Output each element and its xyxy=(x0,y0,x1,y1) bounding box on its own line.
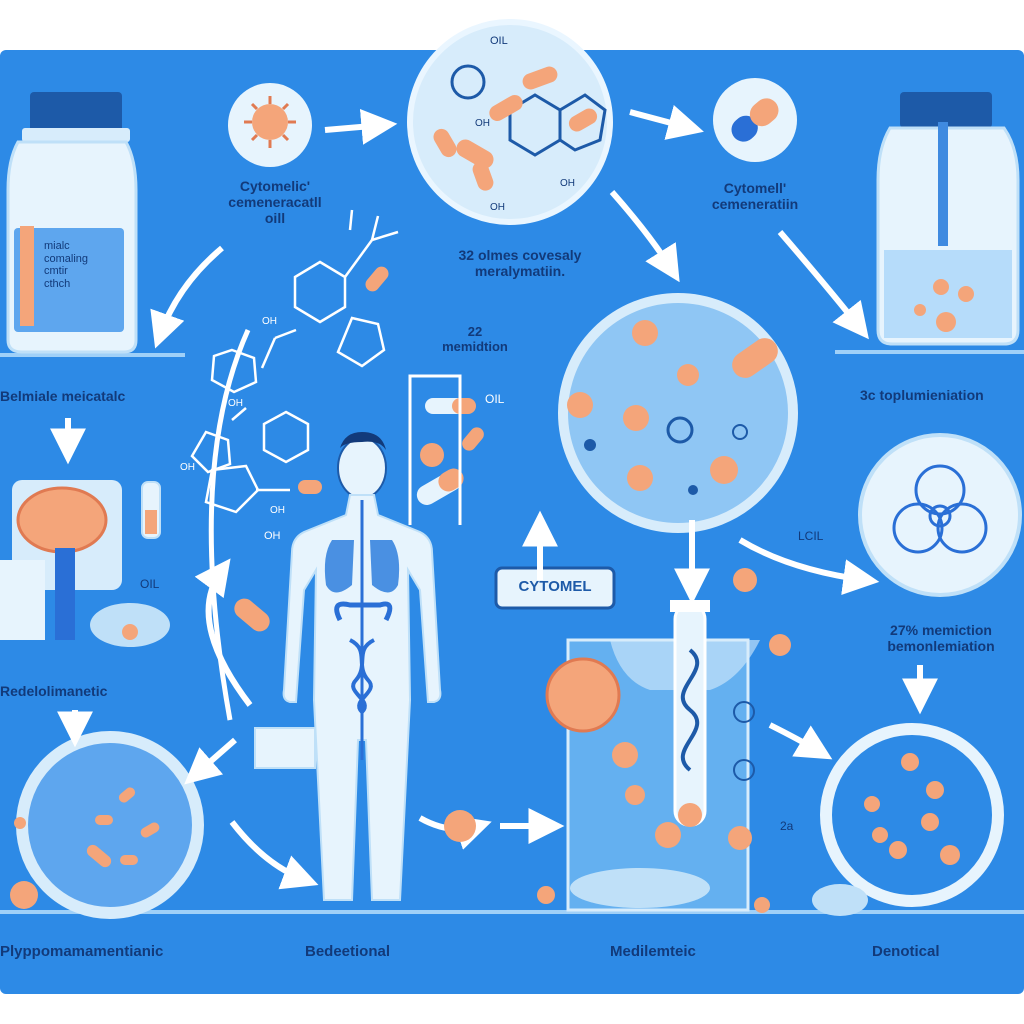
label-cytomel-right: Cytomell' cemeneratiin xyxy=(711,180,799,213)
cell-culture-circle xyxy=(558,293,798,533)
label-oil-left: OIL xyxy=(140,577,160,591)
label-right-lower: 27% memiction bemonlemiation xyxy=(887,622,995,655)
dna-icon xyxy=(680,648,700,772)
molecule-icon xyxy=(190,209,399,514)
label-cytomel-box: CYTOMEL xyxy=(518,578,592,595)
envelope-icon xyxy=(254,727,316,769)
test-tube-icon xyxy=(537,568,791,913)
capsule-icon xyxy=(713,78,797,162)
capsule-icon-small xyxy=(234,398,484,632)
label-left-lower: Redelolimanetic xyxy=(0,683,108,699)
bottle-icon-right xyxy=(876,92,1020,346)
label-bottom-2: Bedeetional xyxy=(305,943,391,960)
label-bottom-4: Denotical xyxy=(872,943,940,960)
label-num-2a: 2a xyxy=(780,819,794,833)
label-bottom-3: Medilemteic xyxy=(610,943,696,960)
chem-label: OH xyxy=(262,316,277,327)
chem-label: OH xyxy=(490,202,505,213)
label-bottom-1: Plyppomamamentianic xyxy=(0,943,164,960)
chem-label: OH xyxy=(180,462,195,473)
chem-label: OH xyxy=(475,118,490,129)
chem-label: OH xyxy=(264,530,281,542)
label-center-top: 32 olmes covesaly meralymatiin. xyxy=(458,247,582,280)
chem-label: OH xyxy=(560,178,575,189)
label-oil-tag: OIL xyxy=(485,392,505,406)
petri-circle-right xyxy=(812,723,1004,916)
brain-icon xyxy=(0,480,170,647)
petri-circle-left xyxy=(10,731,204,919)
label-left-mid: Belmiale meicatalc xyxy=(0,388,126,404)
label-center-mid: 22 memidtion xyxy=(442,324,508,354)
cytomel-box xyxy=(494,566,616,610)
label-right-mid: 3c toplumieniation xyxy=(860,387,984,403)
label-cytomel-left: Cytomelic' cemeneracatll oill xyxy=(228,178,322,227)
chem-label: OH xyxy=(270,505,285,516)
label-oil-top: OIL xyxy=(490,35,508,47)
human-body-icon xyxy=(282,432,442,901)
virus-icon xyxy=(228,83,312,167)
label-bottle-text: mialc comaling cmtir cthch xyxy=(44,240,89,290)
bottle-icon-left xyxy=(6,92,138,354)
molecule-circle-top xyxy=(407,19,613,225)
biohazard-icon xyxy=(858,433,1022,597)
label-lcil: LCIL xyxy=(798,529,824,543)
flow-arrows xyxy=(50,105,938,890)
chem-label: OH xyxy=(228,398,243,409)
